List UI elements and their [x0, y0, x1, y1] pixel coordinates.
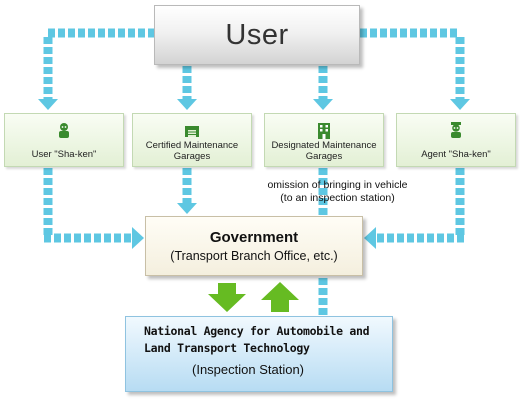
- actor-certified-garages: Certified Maintenance Garages: [132, 113, 252, 167]
- arrowhead-down-gov: [177, 203, 197, 214]
- note-line-1: omission of bringing in vehicle: [267, 179, 408, 191]
- arrowhead-down-3: [313, 99, 333, 110]
- agency-subtitle: (Inspection Station): [192, 362, 305, 377]
- actor-designated-garages: Designated Maintenance Garages: [264, 113, 384, 167]
- agent-person-icon: [451, 122, 461, 138]
- building-icon: [318, 123, 330, 139]
- user-label: User: [225, 18, 289, 51]
- government-box: Government (Transport Branch Office, etc…: [145, 216, 363, 276]
- agency-box: National Agency for Automobile and Land …: [125, 316, 393, 392]
- actor-label: User "Sha-ken": [31, 149, 97, 160]
- user-box: User: [154, 5, 360, 65]
- garage-icon: [185, 126, 199, 137]
- note-line-2: (to an inspection station): [280, 192, 395, 204]
- arrowhead-down-1: [38, 99, 58, 110]
- green-arrow-down: [208, 283, 246, 312]
- agency-name-line-1: National Agency for Automobile and: [144, 324, 370, 338]
- government-subtitle: (Transport Branch Office, etc.): [170, 249, 338, 263]
- arrowhead-right-gov: [132, 227, 144, 249]
- government-title: Government: [209, 229, 299, 246]
- actor-label: Agent "Sha-ken": [421, 149, 491, 160]
- arrowhead-left-gov: [364, 227, 376, 249]
- person-icon: [59, 123, 69, 138]
- omission-note: omission of bringing in vehicle (to an i…: [250, 179, 425, 205]
- green-arrow-up: [261, 282, 299, 312]
- green-arrows: [208, 282, 299, 312]
- actor-user-shaken: User "Sha-ken": [4, 113, 124, 167]
- actor-label: Designated Maintenance Garages: [271, 140, 377, 162]
- actor-label: Certified Maintenance Garages: [145, 140, 239, 162]
- agency-name-line-2: Land Transport Technology: [144, 341, 310, 355]
- arrowhead-down-2: [177, 99, 197, 110]
- actor-agent-shaken: Agent "Sha-ken": [396, 113, 516, 167]
- arrowhead-down-4: [450, 99, 470, 110]
